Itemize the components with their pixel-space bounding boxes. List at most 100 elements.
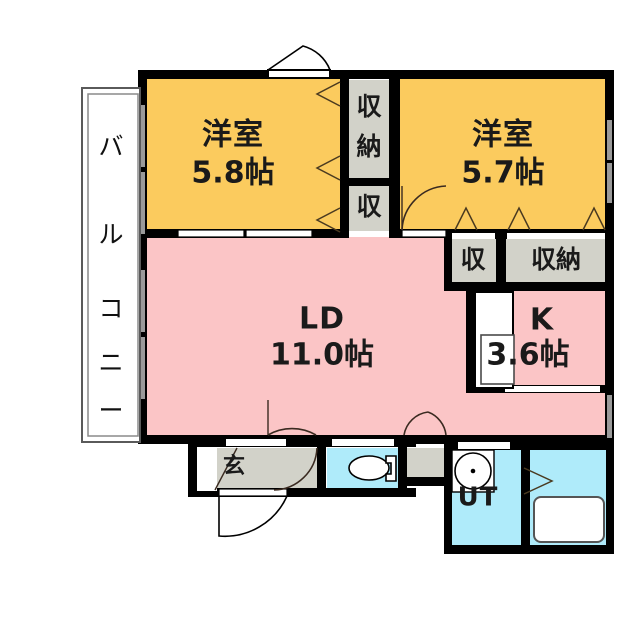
wall-closet-row-left [444, 231, 452, 291]
wall-closet-center-right [389, 70, 400, 238]
closet-center-upper-label-char2: 納 [356, 132, 381, 161]
door-swing-ld-hall [267, 427, 317, 436]
kitchen-name: K [530, 303, 555, 338]
sliding-mark-cr-2 [507, 206, 531, 231]
wall-closet-center-left [340, 70, 349, 238]
wall-hall-left [188, 438, 197, 496]
wall-ut-bath-divider [521, 441, 530, 553]
wall-left-upper [138, 70, 147, 440]
balcony-char-3: ニ [98, 348, 123, 377]
genkan-step [197, 447, 217, 491]
closet-center-upper-label-char1: 収 [356, 92, 382, 121]
bedroom-left-area: 5.8帖 [191, 156, 274, 191]
door-swing-ld-corridor-left [403, 411, 429, 436]
balcony-label: バ ル コ ニ ー [98, 132, 123, 425]
wall-kitchen-left [466, 286, 475, 392]
closet-center-upper-fill [348, 80, 389, 178]
closet-right-big-label: 収納 [531, 245, 581, 274]
washing-machine-fixture [451, 449, 495, 493]
utility-name: UT [458, 483, 499, 513]
sliding-marks [315, 81, 606, 495]
room-labels: 洋室 5.8帖 洋室 5.7帖 LD 11.0帖 K 3.6帖 UT 玄 [191, 118, 569, 513]
wall-toilet-right [398, 444, 407, 494]
sliding-mark-cl-1 [315, 81, 341, 107]
bathtub [533, 496, 605, 543]
door-swing-ld-corridor-right [427, 411, 447, 436]
wall-top [138, 70, 614, 79]
hall-opening-a [226, 439, 286, 446]
toilet-tank [385, 455, 397, 482]
hall-opening-b [332, 439, 394, 446]
sliding-mark-cl-3 [315, 207, 341, 233]
sliding-mark-bath [523, 467, 554, 495]
closet-door-right-big [507, 233, 605, 239]
window-ld-a [140, 270, 145, 332]
window-bedroom-left-a [140, 105, 145, 167]
wall-ut-right [606, 441, 614, 553]
bedroom-left-name: 洋室 [202, 118, 264, 153]
balcony-char-1: ル [98, 220, 123, 249]
balcony-char-0: バ [98, 132, 123, 161]
sliding-door-bl-1 [177, 229, 245, 238]
wall-closet-row-bottom [444, 282, 614, 291]
door-swing-bedroom-right [401, 185, 447, 231]
fixtures [348, 291, 605, 543]
bedroom-left-fill [145, 78, 348, 231]
balcony-char-4: ー [98, 396, 123, 425]
door-swing-genkan-entry [218, 495, 288, 538]
window-ld-b [140, 337, 145, 399]
door-opening-br [401, 229, 447, 238]
closet-right-small-fill [451, 238, 496, 283]
wall-ld-hall-stub [138, 435, 196, 444]
genkan-door-panel [218, 488, 288, 497]
door-swing-genkan-inner [273, 447, 318, 491]
toilet-bowl [348, 455, 390, 481]
corridor-fill [402, 448, 448, 482]
closet-right-small-label: 収 [460, 245, 486, 274]
closet-door-right-small [452, 233, 495, 239]
living-dining-area: 11.0帖 [270, 338, 374, 373]
window-swing-top [267, 45, 331, 71]
toilet-fixture [348, 455, 397, 482]
window-bedroom-left-b [140, 172, 145, 234]
living-dining-name: LD [299, 302, 345, 337]
window-ld-east-b [607, 412, 612, 438]
door-swings [214, 45, 447, 538]
ut-opening [458, 442, 510, 449]
window-bedroom-right-a [607, 120, 612, 160]
balcony-area: バ ル コ ニ ー [81, 87, 141, 443]
windows [140, 69, 612, 497]
closet-center-lower-label: 収 [356, 192, 382, 221]
sliding-mark-cr-3 [582, 206, 606, 231]
sliding-door-bl-2 [245, 229, 313, 238]
closet-labels: 収 納 収 収 収納 [356, 92, 581, 274]
sliding-mark-cr-1 [454, 206, 478, 231]
wall-right [605, 70, 614, 442]
closet-right-big-fill [506, 238, 606, 283]
balcony-char-2: コ [98, 294, 123, 323]
room-fills [145, 78, 608, 550]
closet-fills [348, 80, 606, 283]
wall-ut-left [444, 441, 452, 553]
genkan-label: 玄 [223, 453, 245, 479]
kitchen-sink-basin [480, 334, 515, 385]
bedroom-right-name: 洋室 [472, 118, 534, 153]
genkan-step-edge [214, 447, 238, 491]
wall-genkan-divider [317, 444, 326, 494]
window-top-bedroom-left [267, 69, 331, 79]
wall-corridor-bottom [402, 477, 450, 486]
window-ld-east-a [607, 395, 612, 417]
kitchen-area: 3.6帖 [486, 338, 569, 373]
washer-center-dot [470, 468, 476, 474]
sliding-mark-cl-2 [315, 155, 341, 181]
wall-hall-bottom [188, 488, 416, 497]
balcony-outline-inner [87, 93, 139, 437]
wall-hall-top [188, 438, 416, 447]
wall-closet-center-split [340, 178, 400, 186]
bedroom-right-fill [400, 78, 607, 231]
bedroom-right-area: 5.7帖 [461, 156, 544, 191]
window-bedroom-right-b [607, 163, 612, 203]
wall-closet-row-split [496, 231, 506, 291]
